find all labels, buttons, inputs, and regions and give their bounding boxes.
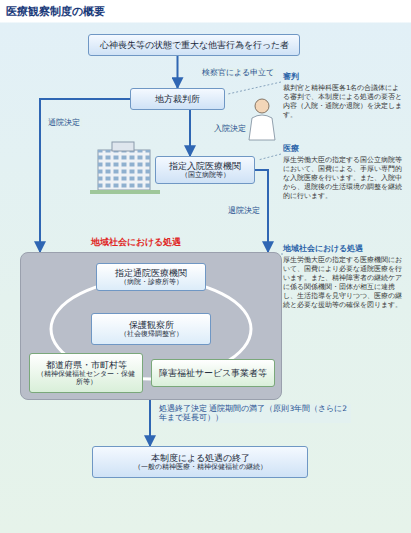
- diagram-title: 医療観察制度の概要: [6, 4, 105, 19]
- process-box: 心神喪失等の状態で重大な他害行為を行った者: [88, 34, 300, 56]
- process-box: 指定入院医療機関（国立病院等）: [155, 156, 255, 184]
- flow-arrow: [149, 400, 151, 446]
- region-panel: 地域社会における処遇指定通院医療機関（病院・診療所等）保護観察所（社会復帰調整官…: [20, 252, 282, 400]
- box-text: （病院・診療所等）: [120, 278, 183, 286]
- box-text: 地方裁判所: [155, 94, 200, 104]
- process-box: 地方裁判所: [130, 88, 225, 110]
- box-text: （社会復帰調整官）: [120, 330, 183, 338]
- note-text: 厚生労働大臣の指定する国公立病院等において、国費による、手厚い専門的な入院医療を…: [283, 156, 405, 201]
- hospital-building: [90, 142, 160, 194]
- box-text: 都道府県・市町村等: [46, 360, 127, 370]
- note-text: 裁判官と精神科医各1名の合議体による審判で、本制度による処遇の要否と内容（入院・…: [283, 84, 405, 120]
- box-text: 障害福祉サービス事業者等: [159, 368, 267, 378]
- box-text: 指定入院医療機関: [169, 161, 241, 171]
- box-text: （一般の精神医療・精神保健福祉の継続）: [134, 463, 267, 471]
- box-text: 本制度による処遇の終了: [151, 453, 250, 463]
- edge-label: 退院決定: [226, 206, 262, 215]
- person-figure: [249, 99, 275, 140]
- note-heading: 医療: [283, 144, 405, 154]
- flow-arrow: [177, 56, 179, 88]
- edge-label: 検察官による申立て: [200, 68, 276, 77]
- process-box: 指定通院医療機関（病院・診療所等）: [96, 263, 206, 291]
- process-box: 都道府県・市町村等（精神保健福祉センター・保健所等）: [29, 353, 143, 393]
- edge-label: 処遇終了決定 通院期間の満了（原則3年間（さらに2年まで延長可））: [157, 404, 351, 423]
- note-text: 厚生労働大臣の指定する医療機関において、国費により必要な通院医療を行います。また…: [283, 256, 405, 311]
- process-box: 本制度による処遇の終了（一般の精神医療・精神保健福祉の継続）: [92, 446, 308, 478]
- flow-arrow: [189, 110, 191, 156]
- note-heading: 審判: [283, 72, 405, 82]
- flow-arrow: [40, 99, 130, 252]
- edge-label: 通院決定: [46, 118, 82, 127]
- note-heading: 地域社会における処遇: [283, 244, 405, 254]
- process-box: 障害福祉サービス事業者等: [151, 359, 275, 387]
- edge-label: 入院決定: [212, 124, 248, 133]
- box-text: 指定通院医療機関: [115, 268, 187, 278]
- box-text: 心神喪失等の状態で重大な他害行為を行った者: [100, 40, 289, 50]
- box-text: （国立病院等）: [181, 171, 230, 179]
- process-box: 保護観察所（社会復帰調整官）: [91, 313, 211, 345]
- region-heading: 地域社会における処遇: [91, 237, 181, 247]
- box-text: 保護観察所: [129, 320, 174, 330]
- box-text: （精神保健福祉センター・保健所等）: [34, 370, 138, 387]
